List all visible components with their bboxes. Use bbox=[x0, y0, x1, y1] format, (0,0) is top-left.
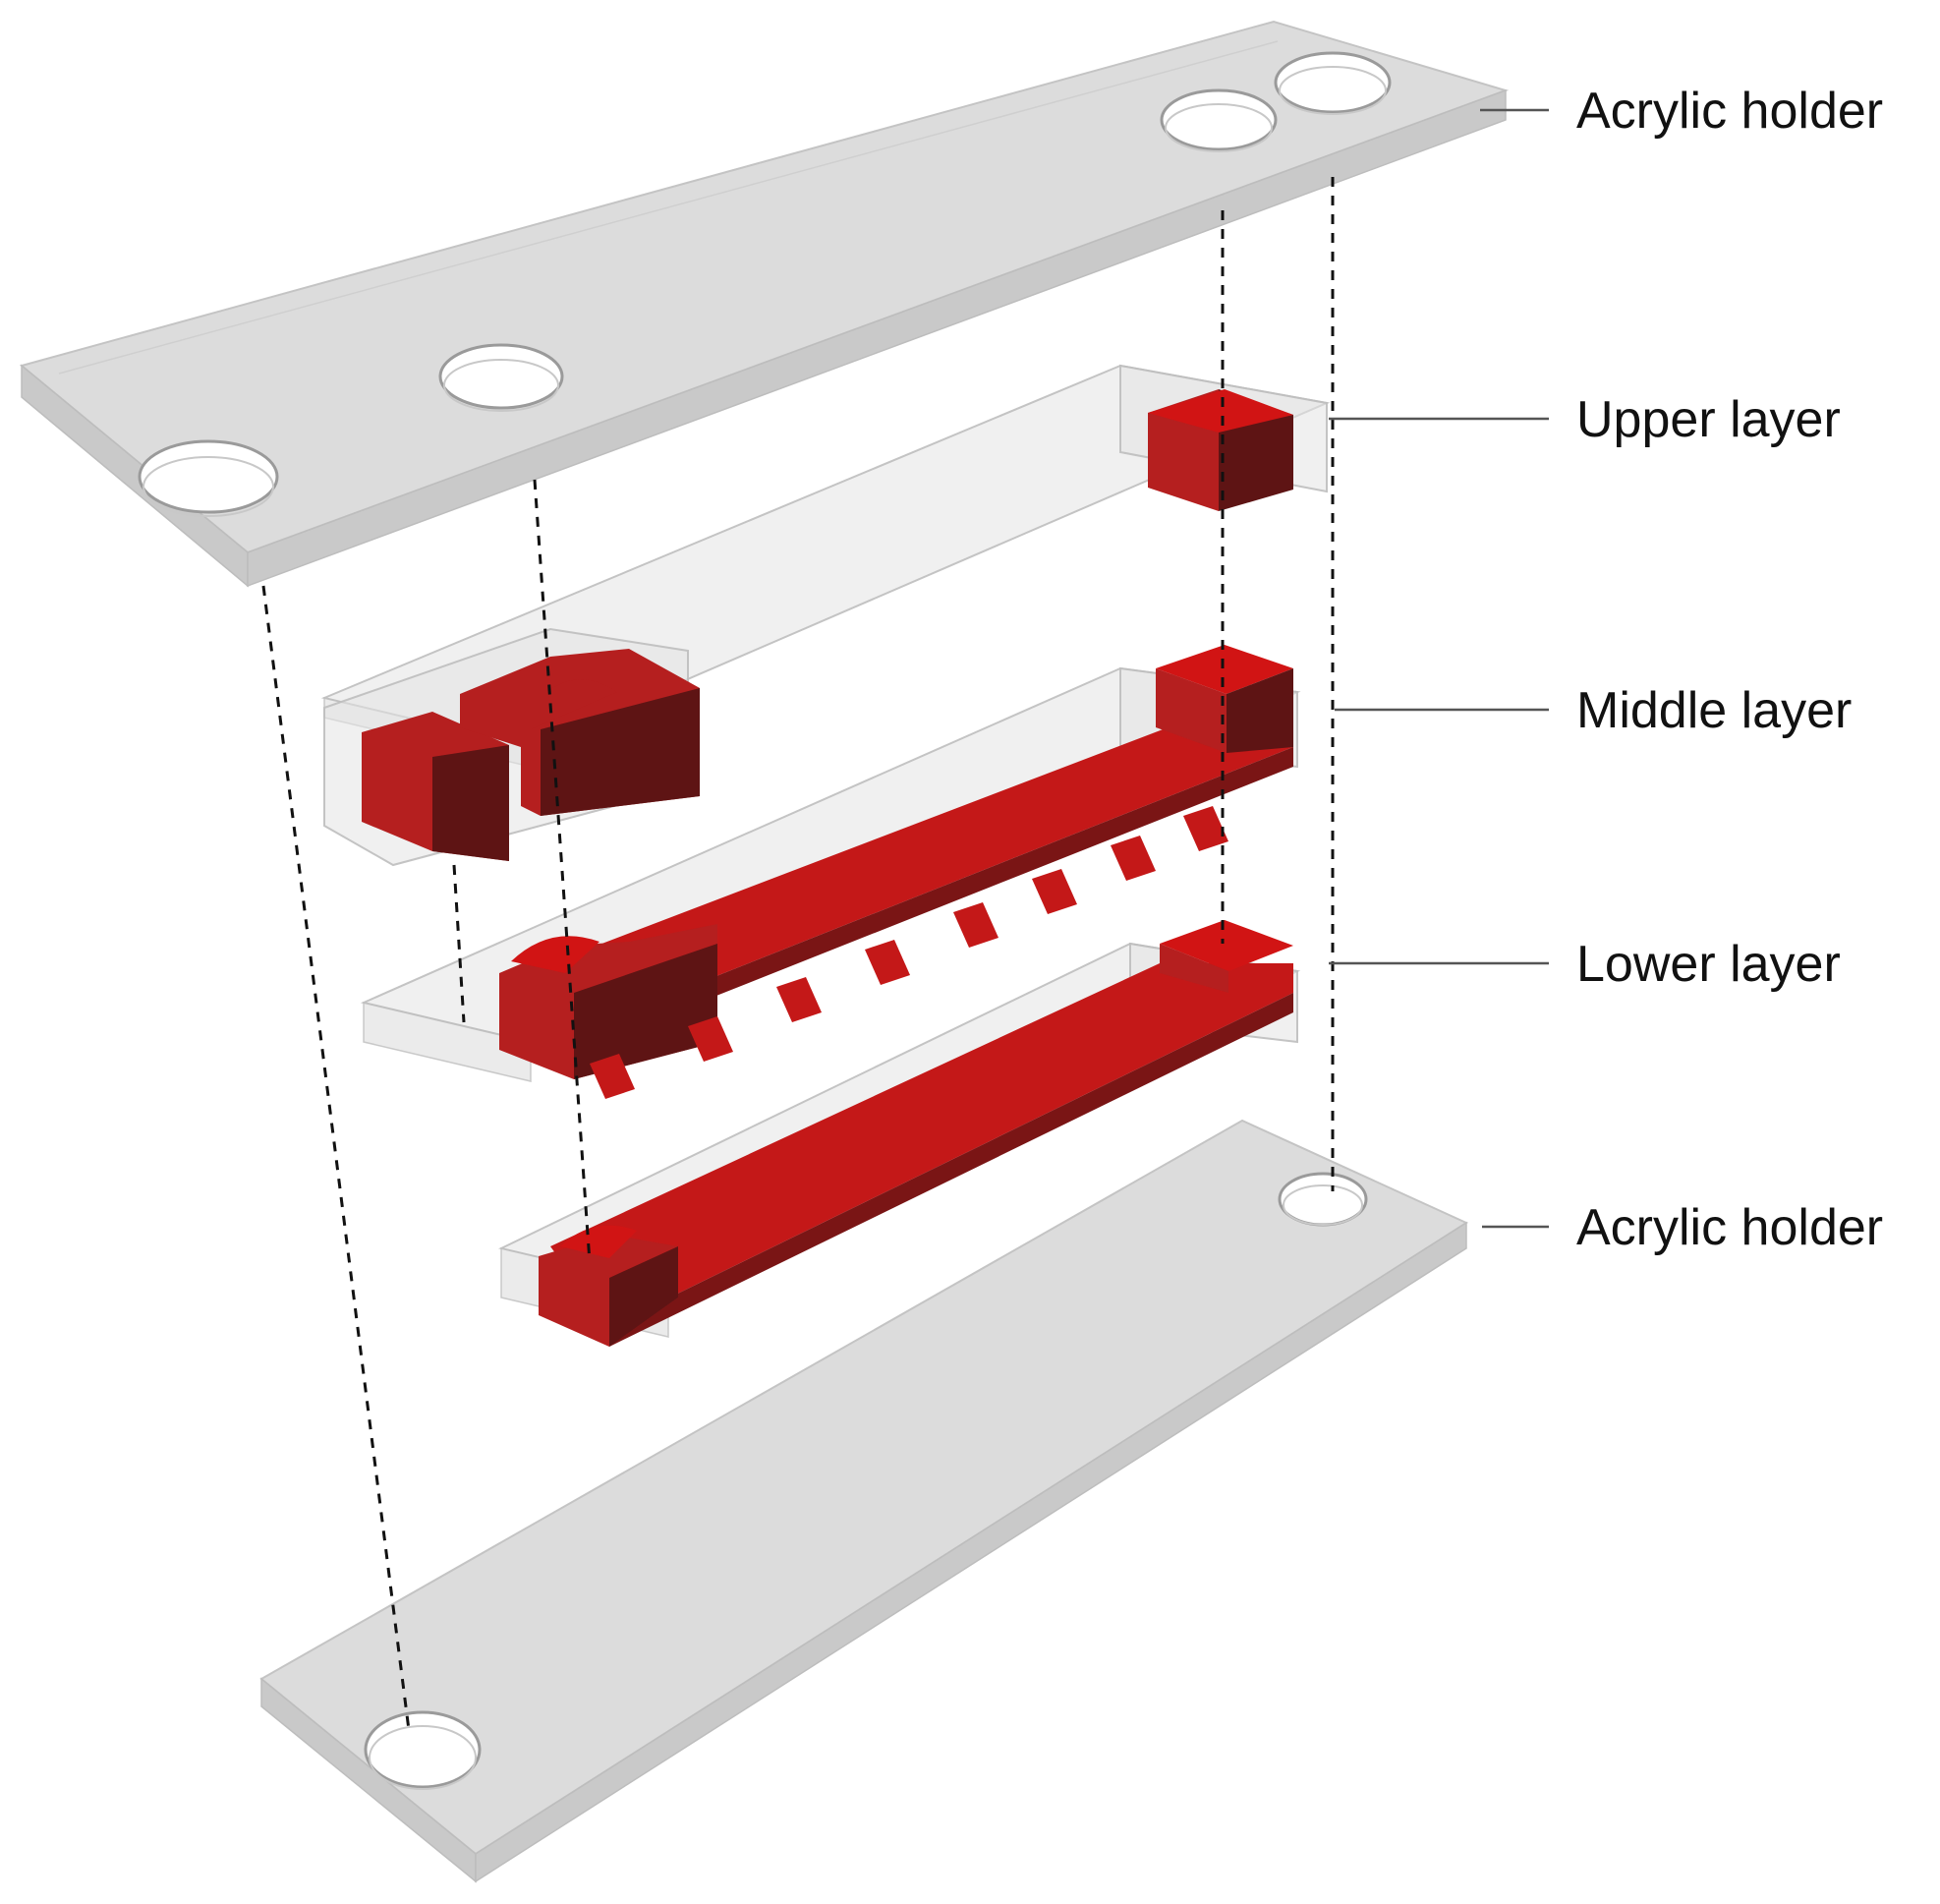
label-acrylic-holder-bottom: Acrylic holder bbox=[1482, 1199, 1883, 1256]
label-text: Upper layer bbox=[1576, 391, 1841, 448]
middle-branch-channels bbox=[590, 806, 1228, 1099]
label-text: Lower layer bbox=[1576, 936, 1841, 993]
holder-hole bbox=[138, 439, 279, 517]
holder-hole bbox=[1274, 51, 1392, 115]
upper-layer bbox=[320, 364, 1331, 867]
holder-hole bbox=[1160, 88, 1278, 152]
label-lower-layer: Lower layer bbox=[1329, 936, 1841, 993]
middle-inlet-reservoir bbox=[1156, 645, 1293, 753]
label-middle-layer: Middle layer bbox=[1335, 682, 1852, 739]
middle-outlet-reservoir bbox=[499, 924, 717, 1079]
acrylic-holder-top bbox=[19, 20, 1510, 588]
lower-outlet-reservoir bbox=[539, 1225, 678, 1347]
label-text: Acrylic holder bbox=[1576, 1199, 1883, 1256]
holder-hole bbox=[438, 343, 564, 412]
middle-main-channel bbox=[550, 708, 1293, 1062]
lower-inlet-reservoir bbox=[1160, 920, 1293, 993]
acrylic-holder-bottom bbox=[259, 1119, 1469, 1883]
alignment-lines bbox=[261, 177, 1335, 1731]
holder-hole bbox=[364, 1710, 482, 1790]
upper-inlet-reservoir bbox=[1148, 389, 1293, 511]
lower-layer bbox=[498, 920, 1301, 1347]
label-upper-layer: Upper layer bbox=[1329, 391, 1841, 448]
holder-hole bbox=[1278, 1172, 1368, 1227]
middle-layer bbox=[360, 645, 1301, 1099]
label-text: Acrylic holder bbox=[1576, 83, 1883, 140]
lower-main-channel bbox=[550, 963, 1293, 1347]
label-text: Middle layer bbox=[1576, 682, 1852, 739]
upper-outlet-reservoir bbox=[323, 627, 700, 867]
label-acrylic-holder-top: Acrylic holder bbox=[1480, 83, 1883, 140]
